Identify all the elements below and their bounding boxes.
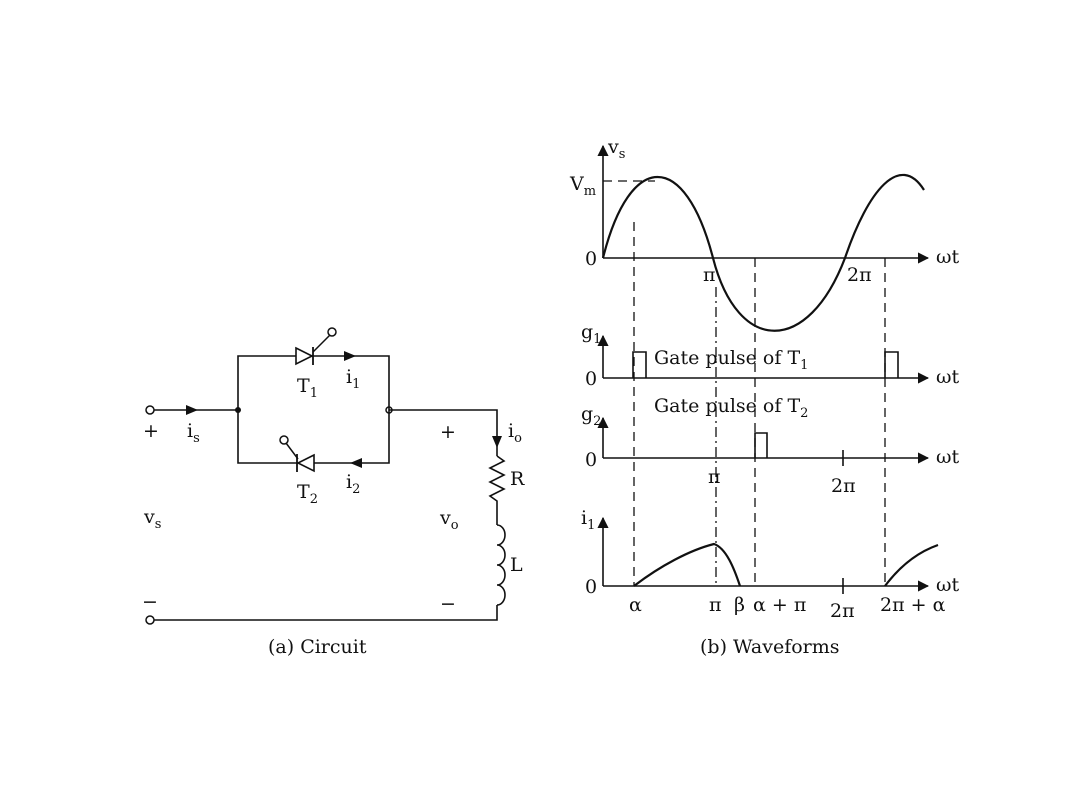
supply-voltage-curve bbox=[601, 174, 925, 332]
i1-pi-label: π bbox=[709, 594, 722, 616]
resistor-r-symbol bbox=[488, 455, 506, 525]
source-voltage-label: vs bbox=[143, 506, 161, 532]
current-i2-arrow bbox=[350, 458, 362, 468]
gate-pulse-t2-label: Gate pulse of T2 bbox=[654, 395, 808, 421]
vs-two-pi-label: 2π bbox=[847, 264, 872, 286]
peak-voltage-label: Vm bbox=[569, 173, 596, 199]
load-current-arrow bbox=[492, 436, 502, 448]
i1-axis-label: i1 bbox=[581, 507, 595, 533]
alpha-plus-pi-label: α + π bbox=[753, 594, 806, 616]
g2-two-pi-label: 2π bbox=[831, 475, 856, 497]
gate-pulse-t1-first bbox=[632, 351, 647, 378]
source-current-arrow bbox=[186, 405, 198, 415]
input-terminal-bottom bbox=[145, 615, 155, 625]
two-pi-plus-alpha-label: 2π + α bbox=[880, 594, 946, 616]
source-minus-sign: − bbox=[142, 591, 158, 613]
waveforms-diagram: vs Vm 0 ωt π 2π g1 Gate pulse of T1 0 ωt… bbox=[569, 136, 959, 658]
i1-two-pi-label: 2π bbox=[830, 600, 855, 622]
waveforms-caption: (b) Waveforms bbox=[700, 636, 840, 658]
upper-branch-right bbox=[312, 355, 390, 410]
circuit-caption: (a) Circuit bbox=[268, 636, 367, 658]
i1-zero-label: 0 bbox=[585, 576, 597, 598]
output-plus-sign: + bbox=[440, 421, 456, 443]
gate-pulse-t1-label: Gate pulse of T1 bbox=[654, 347, 808, 373]
thyristor-t1-label: T1 bbox=[297, 375, 318, 401]
output-voltage-label: vo bbox=[439, 507, 459, 533]
inductor-label: L bbox=[510, 554, 523, 576]
vs-pi-label: π bbox=[703, 264, 716, 286]
vs-time-axis-label: ωt bbox=[936, 246, 959, 268]
g1-zero-label: 0 bbox=[585, 368, 597, 390]
g2-zero-label: 0 bbox=[585, 449, 597, 471]
upper-branch bbox=[237, 355, 296, 410]
circuit-diagram: T1 i1 T2 i2 is io + + vs vo R L − − (a) … bbox=[142, 327, 525, 658]
g2-time-axis-label: ωt bbox=[936, 446, 959, 468]
current-i1-arrow bbox=[344, 351, 356, 361]
thyristor-t1-symbol bbox=[295, 327, 337, 366]
inductor-l-symbol bbox=[496, 524, 506, 606]
thyristor-t2-symbol bbox=[279, 435, 315, 473]
alpha-label: α bbox=[629, 594, 642, 616]
g1-axis-label: g1 bbox=[581, 321, 601, 347]
load-current-label: io bbox=[508, 420, 522, 446]
beta-label: β bbox=[734, 594, 745, 616]
source-current-label: is bbox=[187, 420, 200, 446]
g2-pi-label: π bbox=[708, 466, 721, 488]
i1-time-axis-label: ωt bbox=[936, 574, 959, 596]
g2-axis-label: g2 bbox=[581, 403, 601, 429]
resistor-label: R bbox=[510, 468, 525, 490]
output-minus-sign: − bbox=[440, 593, 456, 615]
vs-zero-label: 0 bbox=[585, 248, 597, 270]
current-i1-curve-second bbox=[884, 543, 939, 587]
return-wire bbox=[154, 605, 498, 621]
source-plus-sign: + bbox=[143, 420, 159, 442]
lower-branch-right bbox=[314, 410, 390, 464]
gate-pulse-t2 bbox=[754, 432, 768, 458]
current-i2-label: i2 bbox=[346, 471, 360, 497]
vs-axis-label: vs bbox=[607, 136, 625, 162]
lower-branch bbox=[237, 410, 298, 464]
g1-time-axis-label: ωt bbox=[936, 366, 959, 388]
current-i1-curve-first bbox=[633, 542, 742, 587]
thyristor-t2-label: T2 bbox=[297, 481, 318, 507]
input-terminal-top bbox=[145, 405, 155, 415]
current-i1-label: i1 bbox=[346, 366, 360, 392]
gate-pulse-t1-second bbox=[884, 351, 899, 378]
